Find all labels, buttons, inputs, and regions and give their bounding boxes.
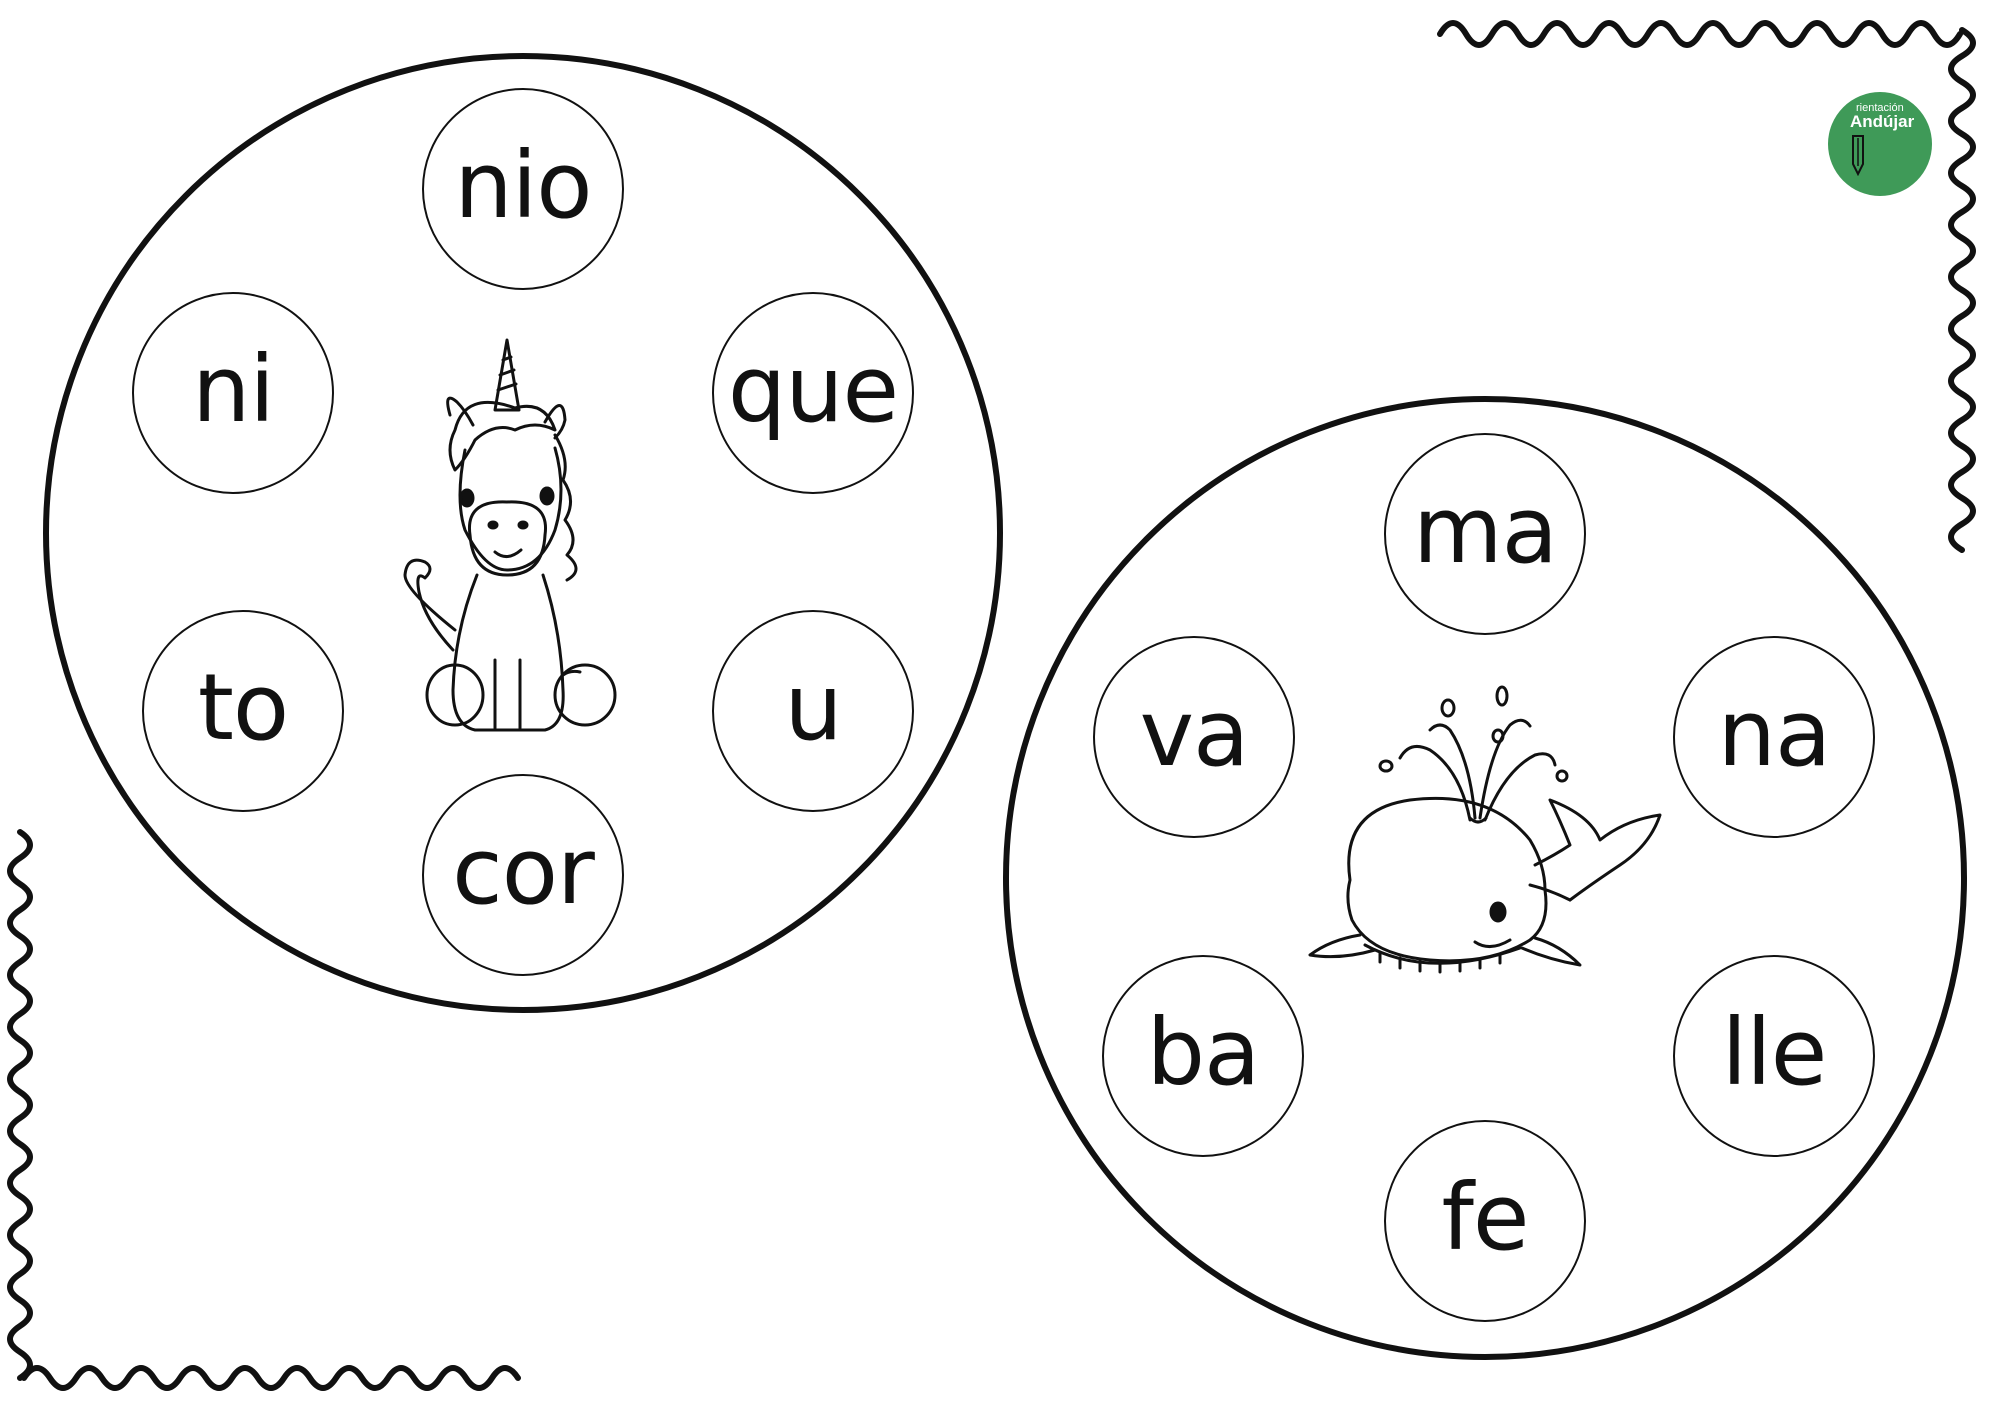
syllable-text: lle (1721, 999, 1828, 1106)
pencil-icon (1852, 135, 1864, 176)
syllable-text: cor (452, 818, 595, 925)
syllable-circle-cor[interactable]: cor (422, 774, 624, 976)
unicorn-icon (403, 338, 617, 732)
syllable-circle-ma[interactable]: ma (1384, 433, 1586, 635)
logo-text-big: Andújar (1850, 112, 1915, 131)
syllable-circle-nio[interactable]: nio (422, 88, 624, 290)
syllable-circle-que[interactable]: que (712, 292, 914, 494)
logo-badge: rientación Andújar (1828, 92, 1932, 196)
syllable-text: ba (1146, 999, 1261, 1106)
syllable-circle-lle[interactable]: lle (1673, 955, 1875, 1157)
syllable-text: na (1717, 680, 1832, 787)
syllable-text: ni (192, 336, 275, 443)
zigzag-right (1948, 27, 1976, 553)
zigzag-left (7, 829, 33, 1381)
syllable-text: to (197, 654, 289, 761)
zigzag-top-right (1437, 20, 1963, 48)
syllable-circle-ba[interactable]: ba (1102, 955, 1304, 1157)
syllable-text: va (1139, 680, 1250, 787)
syllable-text: u (784, 654, 842, 761)
syllable-circle-fe[interactable]: fe (1384, 1120, 1586, 1322)
logo-text-small: rientación (1856, 102, 1904, 114)
syllable-circle-ni[interactable]: ni (132, 292, 334, 494)
whale-icon (1308, 685, 1662, 974)
syllable-circle-va[interactable]: va (1093, 636, 1295, 838)
syllable-text: fe (1441, 1164, 1530, 1271)
syllable-circle-u[interactable]: u (712, 610, 914, 812)
zigzag-bottom-left (21, 1365, 521, 1391)
syllable-text: que (727, 336, 899, 443)
syllable-circle-to[interactable]: to (142, 610, 344, 812)
syllable-text: ma (1413, 477, 1558, 584)
syllable-text: nio (454, 132, 592, 239)
syllable-circle-na[interactable]: na (1673, 636, 1875, 838)
